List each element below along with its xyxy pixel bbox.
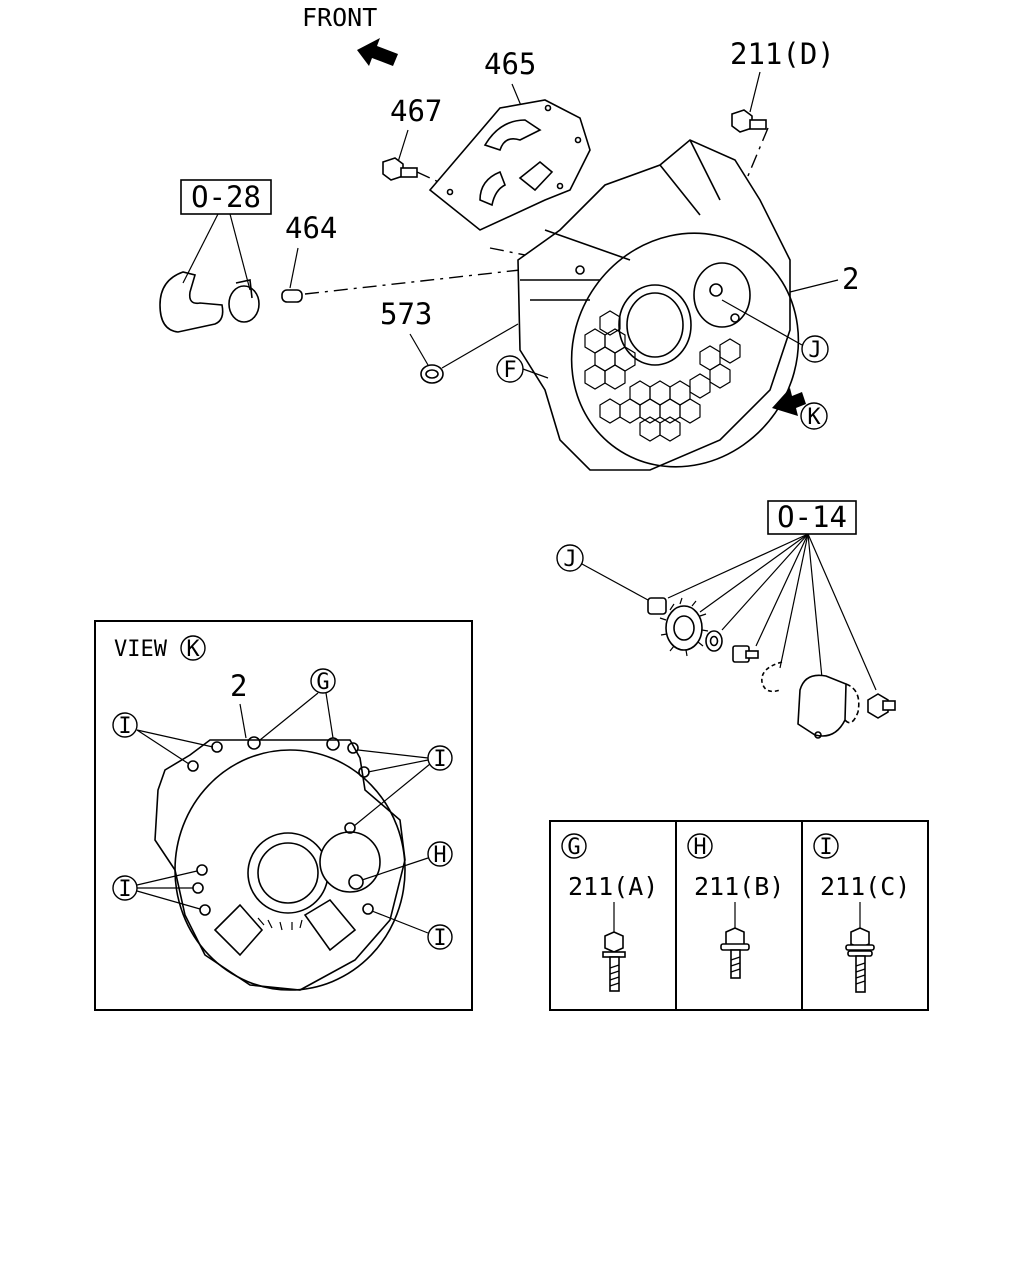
view-k-arrow-icon [772,388,806,416]
view-k-callout: K [180,635,206,662]
flywheel-housing-icon [517,139,800,471]
ref-box-o14: O-14 [767,500,857,535]
view-title: VIEW [114,637,168,662]
ref-2: 2 [842,262,859,296]
seal-573-icon [420,364,444,384]
view-housing-icon [154,736,406,991]
cover-plate-465-icon [428,99,591,231]
legend-key-h: H [693,835,706,860]
view-callout-i-3-label: I [118,877,131,902]
legend-part-a: 211(A) [568,872,658,901]
ref-464: 464 [285,211,337,245]
view-callout-h: H [427,841,453,868]
view-callout-i-2: I [427,745,453,772]
gear-assembly-icon [647,597,896,739]
pin-icon [281,289,303,303]
legend-table: G 211(A) H 211(B) [549,820,929,1011]
callout-k-label: K [807,405,821,430]
view-callout-i-1: I [112,712,138,739]
ref-573: 573 [380,297,432,331]
callout-j2-label: J [563,547,576,572]
bolt-a-icon [602,931,626,992]
bolt-467-icon [382,157,418,181]
front-arrow-icon [357,38,398,66]
legend-cell-h: H 211(B) [687,833,784,979]
view-callout-g: G [310,668,336,695]
legend-key-i: I [819,835,832,860]
view-callout-i-3: I [112,875,138,902]
view-callout-i-4: I [427,924,453,951]
view-callout-i-4-label: I [433,926,446,951]
ref-467: 467 [390,94,442,128]
hose-icon [159,271,260,333]
legend-part-c: 211(C) [820,872,910,901]
legend-cell-i: I 211(C) [813,833,910,993]
callout-k: K [800,402,828,430]
view-callout-i-2-label: I [433,747,446,772]
ref-465: 465 [484,47,536,81]
legend-key-g: G [567,835,580,860]
callout-j2: J [556,544,584,572]
callout-j: J [801,335,829,363]
legend-cell-g: G 211(A) [561,833,658,992]
legend-part-b: 211(B) [694,872,784,901]
callout-f: F [496,355,524,383]
view-ref-2: 2 [230,669,247,703]
bolt-c-icon [845,927,875,993]
callout-j-label: J [808,338,821,363]
ref-box-o14-label: O-14 [777,500,847,534]
bolt-211d-icon [731,109,767,133]
ref-box-o28-label: O-28 [191,180,261,214]
front-label: FRONT [302,3,377,32]
view-k-callout-label: K [186,637,200,662]
bolt-b-icon [720,927,750,979]
callout-f-label: F [503,358,516,383]
ref-box-o28: O-28 [180,179,272,215]
view-callout-h-label: H [433,843,446,868]
view-callout-g-label: G [316,670,329,695]
view-callout-i-1-label: I [118,714,131,739]
ref-211d: 211(D) [730,37,835,71]
